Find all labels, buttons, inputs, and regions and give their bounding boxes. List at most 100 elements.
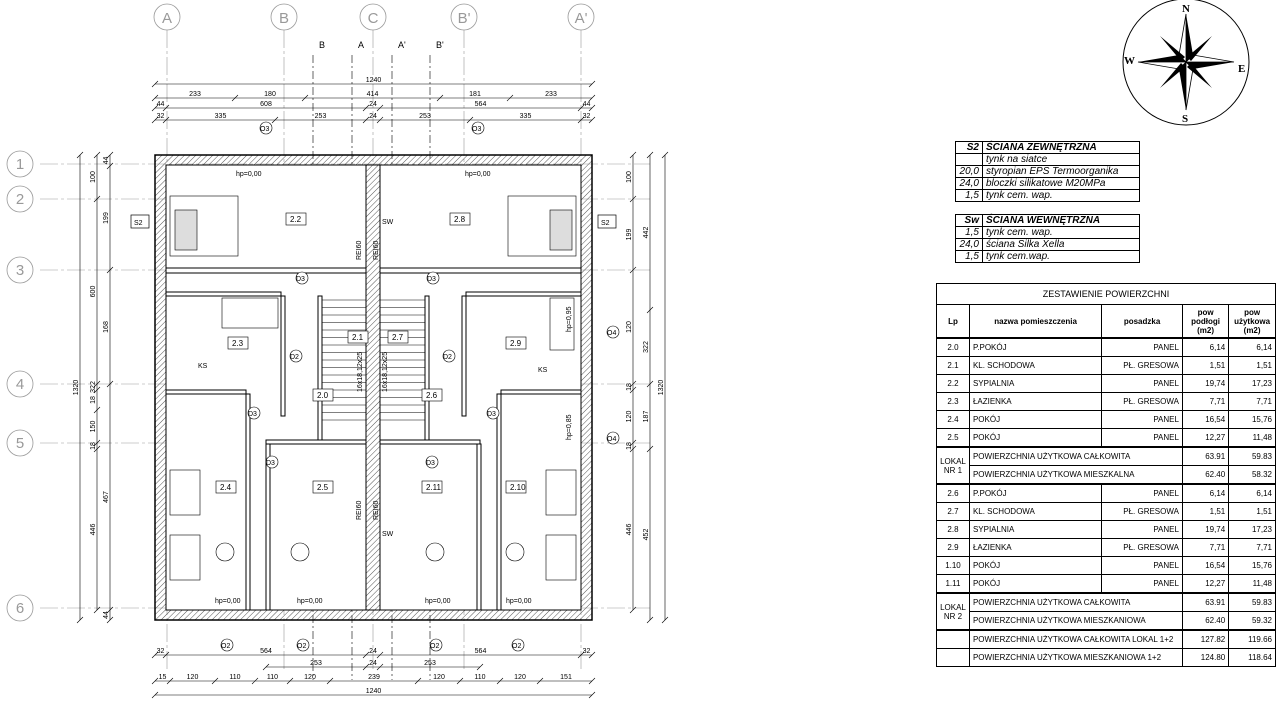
dim-bot-r3-5: 239 — [368, 674, 380, 681]
tag-d3-4: D3 — [487, 411, 496, 418]
tag-o3-left: O3 — [260, 126, 269, 133]
tag-sw-bottom: SW — [382, 531, 394, 538]
compass-e: E — [1238, 63, 1245, 75]
dim-top-r2-3: 564 — [475, 101, 487, 108]
table-cell: 58.32 — [1228, 465, 1276, 485]
table-cell: 2.5 — [936, 428, 970, 448]
table-cell: 19,74 — [1181, 374, 1230, 393]
dim-right-inner-5: 18 — [626, 442, 633, 450]
dim-top-total-0: 1240 — [366, 77, 382, 84]
tag-o4-1: O4 — [607, 330, 616, 337]
dim-right-outer-0: 1320 — [658, 380, 665, 396]
dim-bot-total-0: 1240 — [366, 688, 382, 695]
dim-right-mid-2: 187 — [643, 411, 650, 423]
tag-hp-6: hp=0,00 — [506, 598, 532, 605]
dim-right-inner-3: 18 — [626, 383, 633, 391]
tag-hp-4: hp=0,00 — [297, 598, 323, 605]
legend-s2-t3: 1,5 — [955, 189, 983, 202]
tag-ks-right: KS — [538, 367, 548, 374]
col-pow-floor: pow podłogi (m2) — [1181, 304, 1230, 339]
legend-s2-t2: 24,0 — [955, 177, 983, 190]
room-2.3: 2.3 — [232, 339, 244, 348]
table-cell: 62.40 — [1181, 465, 1230, 485]
table-cell: 1,51 — [1228, 502, 1276, 521]
table-cell: POKÓJ — [968, 410, 1103, 429]
table-cell: 1.10 — [936, 556, 970, 575]
legend-sw-t2: 1,5 — [955, 250, 983, 263]
table-cell: 12,27 — [1181, 574, 1230, 594]
table-cell: SYPIALNIA — [968, 374, 1103, 393]
dim-top-r1-1: 180 — [264, 91, 276, 98]
table-cell: KL. SCHODOWA — [968, 356, 1103, 375]
dim-top-r3-4: 253 — [419, 113, 431, 120]
grid-row-5: 6 — [16, 600, 24, 617]
interior-walls — [165, 164, 582, 611]
table-cell: POWIERZCHNIA UŻYTKOWA CAŁKOWITA — [968, 592, 1183, 612]
table-cell: 6,14 — [1228, 483, 1276, 503]
table-cell: 119.66 — [1228, 629, 1276, 649]
dim-top-r3-2: 253 — [315, 113, 327, 120]
tag-o4-2: O4 — [607, 436, 616, 443]
table-cell: KL. SCHODOWA — [968, 502, 1103, 521]
table-cell: POWIERZCHNIA UŻYTKOWA MIESZKALNA — [968, 465, 1183, 485]
table-cell: 63.91 — [1181, 446, 1230, 466]
legend-sw-t1: 24,0 — [955, 238, 983, 251]
grid-col-1: B — [279, 10, 289, 27]
dim-bot-r3-1: 120 — [187, 674, 199, 681]
table-cell: 2.4 — [936, 410, 970, 429]
dim-right-mid-1: 322 — [643, 341, 650, 353]
tag-s2-left: S2 — [134, 220, 143, 227]
grid-row-3: 4 — [16, 376, 24, 393]
tag-o2-4: O2 — [512, 643, 521, 650]
legend-s2-t1: 20,0 — [955, 165, 983, 178]
grid-col-3: B' — [458, 10, 471, 27]
table-cell: 124.80 — [1181, 648, 1230, 667]
table-cell: PANEL — [1101, 556, 1183, 575]
table-cell: PANEL — [1101, 374, 1183, 393]
tag-hp-3: hp=0,00 — [215, 598, 241, 605]
table-cell: 59.83 — [1228, 592, 1276, 612]
table-cell: PANEL — [1101, 337, 1183, 357]
col-name: nazwa pomieszczenia — [968, 304, 1103, 339]
dim-bot-r3-9: 151 — [560, 674, 572, 681]
dim-top-r1-2: 414 — [367, 91, 379, 98]
table-cell: PANEL — [1101, 483, 1183, 503]
table-cell: POWIERZCHNIA UŻYTKOWA MIESZKANIOWA 1+2 — [968, 648, 1183, 667]
table-cell: POKÓJ — [968, 574, 1103, 594]
room-2.8: 2.8 — [454, 215, 466, 224]
table-cell: POKÓJ — [968, 428, 1103, 448]
room-2.11: 2.11 — [426, 483, 442, 492]
room-2.4: 2.4 — [220, 483, 232, 492]
dim-bot-r1-3: 564 — [475, 648, 487, 655]
grid-row-0: 1 — [16, 156, 24, 173]
dim-left-mid-4: 150 — [90, 421, 97, 433]
table-cell: 7,71 — [1228, 392, 1276, 411]
room-2.9: 2.9 — [510, 339, 522, 348]
table-cell: ŁAZIENKA — [968, 538, 1103, 557]
dim-bot-r3-0: 15 — [159, 674, 167, 681]
table-cell: 1,51 — [1228, 356, 1276, 375]
dim-left-inner-3: 467 — [103, 491, 110, 503]
dim-bot-r1-2: 24 — [369, 648, 377, 655]
table-cell: 15,76 — [1228, 556, 1276, 575]
dim-top-r2-0: 44 — [157, 101, 165, 108]
table-cell: 15,76 — [1228, 410, 1276, 429]
dim-left-inner-1: 199 — [103, 212, 110, 224]
tag-s2-right: S2 — [601, 220, 610, 227]
section-1: A — [358, 40, 364, 50]
dim-bot-r1-0: 32 — [157, 648, 165, 655]
dim-top-r3-0: 32 — [157, 113, 165, 120]
table-cell: 19,74 — [1181, 520, 1230, 539]
tag-d3-2: D3 — [266, 460, 275, 467]
table-cell: PŁ. GRESOWA — [1101, 538, 1183, 557]
